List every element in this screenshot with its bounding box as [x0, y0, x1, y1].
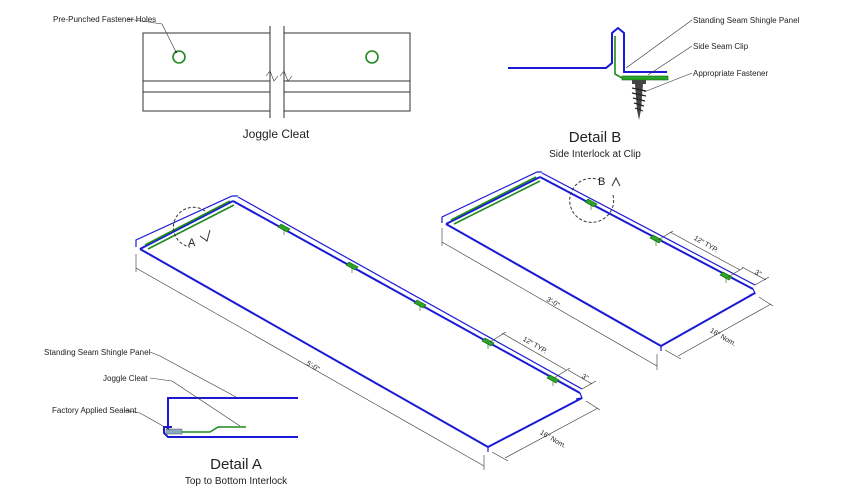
cleat-break-mark-left — [265, 70, 279, 82]
small-dim-ext-end — [754, 276, 770, 286]
large-panel-top-fold — [135, 195, 238, 247]
small-dim-ext-clip-b — [727, 267, 744, 278]
large-dim-ext-w1 — [585, 400, 601, 411]
detail-b-title: Detail B — [569, 129, 622, 146]
small-panel-cleat-2 — [453, 180, 541, 225]
small-panel-clip — [584, 198, 598, 210]
detail-a-sealant — [165, 428, 183, 435]
large-dim-ext-clip-b — [553, 367, 571, 379]
detail-b-callout-panel: Standing Seam Shingle Panel — [693, 16, 800, 25]
large-panel-clip — [481, 337, 495, 349]
detail-b-callout-clip: Side Seam Clip — [693, 42, 749, 51]
small-panel-top-fold — [441, 171, 542, 223]
joggle-cleat-view: Pre-Punched Fastener Holes Joggle Cleat — [53, 15, 411, 141]
small-panel-view: B 3'-0" 12" TYP. 3" 16" Nom. — [441, 171, 774, 370]
cleat-callout-text: Pre-Punched Fastener Holes — [53, 15, 156, 24]
detail-b-leader-clip — [647, 45, 693, 76]
large-panel-cleat-1 — [144, 200, 231, 246]
screw-threads — [631, 87, 647, 112]
small-panel-right-side — [539, 176, 754, 290]
detail-a-leader-sealant — [123, 409, 171, 431]
detail-a-leader-panel — [149, 351, 237, 398]
small-panel-cleat-1 — [450, 176, 537, 221]
large-panel-clip — [413, 299, 427, 311]
detail-a-arrow — [199, 229, 211, 242]
detail-b-view: Standing Seam Shingle Panel Side Seam Cl… — [508, 16, 800, 160]
large-panel-bottom-corner — [575, 392, 583, 400]
small-panel-seam — [541, 172, 756, 286]
small-dim-edge-line — [741, 266, 767, 281]
large-panel-cleat-2 — [147, 204, 235, 250]
small-dim-ext-w1 — [758, 296, 774, 307]
small-dim-spacing-line — [669, 231, 741, 271]
detail-b-leader-panel — [625, 19, 693, 69]
cleat-callout-leader — [127, 18, 177, 53]
detail-b-circle — [569, 177, 615, 223]
large-panel-left-side — [139, 248, 489, 448]
large-panel-seam — [237, 196, 583, 390]
fastener-hole-right — [365, 50, 379, 64]
large-panel-right-side — [232, 200, 581, 394]
detail-a-callout-sealant: Factory Applied Sealant — [52, 406, 137, 415]
large-panel-clip — [546, 374, 560, 386]
large-panel-bottom-edge — [487, 397, 583, 448]
fastener-hole-left — [172, 50, 186, 64]
detail-b-leader-fastener — [643, 72, 693, 93]
small-panel-bottom-edge — [660, 292, 756, 347]
small-panel-clip — [719, 271, 733, 283]
detail-b-subtitle: Side Interlock at Clip — [549, 149, 641, 160]
small-panel-top-edge — [445, 176, 541, 225]
detail-b-callout-fastener: Appropriate Fastener — [693, 69, 768, 78]
detail-b-panel — [508, 26, 667, 73]
cleat-break-gap — [270, 26, 284, 118]
large-dim-spacing-line — [501, 332, 567, 371]
screw-head — [632, 80, 646, 84]
small-panel-left-side — [445, 223, 662, 347]
detail-b-clip-base — [621, 75, 669, 81]
detail-a-callout-panel: Standing Seam Shingle Panel — [44, 348, 151, 357]
detail-a-marker: A — [188, 237, 196, 249]
large-dim-edge-line — [567, 369, 593, 385]
detail-a-title: Detail A — [210, 456, 262, 473]
detail-a-cleat — [172, 426, 246, 433]
large-dim-ext-end — [581, 380, 597, 390]
small-dim-length: 3'-0" — [545, 296, 561, 309]
small-dim-edge: 3" — [753, 269, 762, 279]
large-dim-edge: 3" — [580, 373, 589, 383]
cleat-callout-arrowhead — [174, 50, 178, 54]
small-dim-width-line — [677, 303, 772, 357]
detail-a-view: Standing Seam Shingle Panel Joggle Cleat… — [44, 348, 298, 487]
large-panel-top-edge — [139, 200, 234, 250]
small-dim-width: 16" Nom. — [708, 327, 737, 348]
detail-a-lower-panel — [163, 426, 298, 438]
small-panel-bottom-corner — [749, 288, 756, 296]
detail-a-upper-panel — [167, 397, 298, 433]
joggle-cleat-title: Joggle Cleat — [243, 127, 310, 141]
small-dim-ext-w2 — [664, 349, 682, 360]
large-dim-spacing: 12" TYP. — [521, 336, 548, 355]
detail-a-circle — [172, 206, 206, 248]
large-dim-length: 5'-0" — [305, 360, 321, 373]
detail-a-subtitle: Top to Bottom Interlock — [185, 476, 288, 487]
large-dim-ext-w2 — [491, 451, 509, 462]
detail-a-callout-cleat: Joggle Cleat — [103, 374, 148, 383]
large-panel-view: A 5'-0" 12" TYP. 3" 16" Nom. — [135, 195, 601, 470]
detail-a-leader-cleat — [149, 377, 241, 427]
large-dim-length-line — [135, 267, 485, 467]
large-panel-clip — [345, 261, 359, 273]
large-dim-width-line — [504, 407, 599, 459]
large-panel-clip — [277, 223, 291, 235]
detail-b-arrow — [611, 176, 621, 187]
screw-shank — [635, 84, 643, 120]
cleat-break-mark-right — [279, 70, 293, 82]
large-dim-ext-clip-a — [489, 331, 507, 343]
small-panel-clip — [649, 234, 663, 246]
detail-b-marker: B — [598, 176, 605, 188]
small-dim-length-line — [441, 241, 658, 367]
